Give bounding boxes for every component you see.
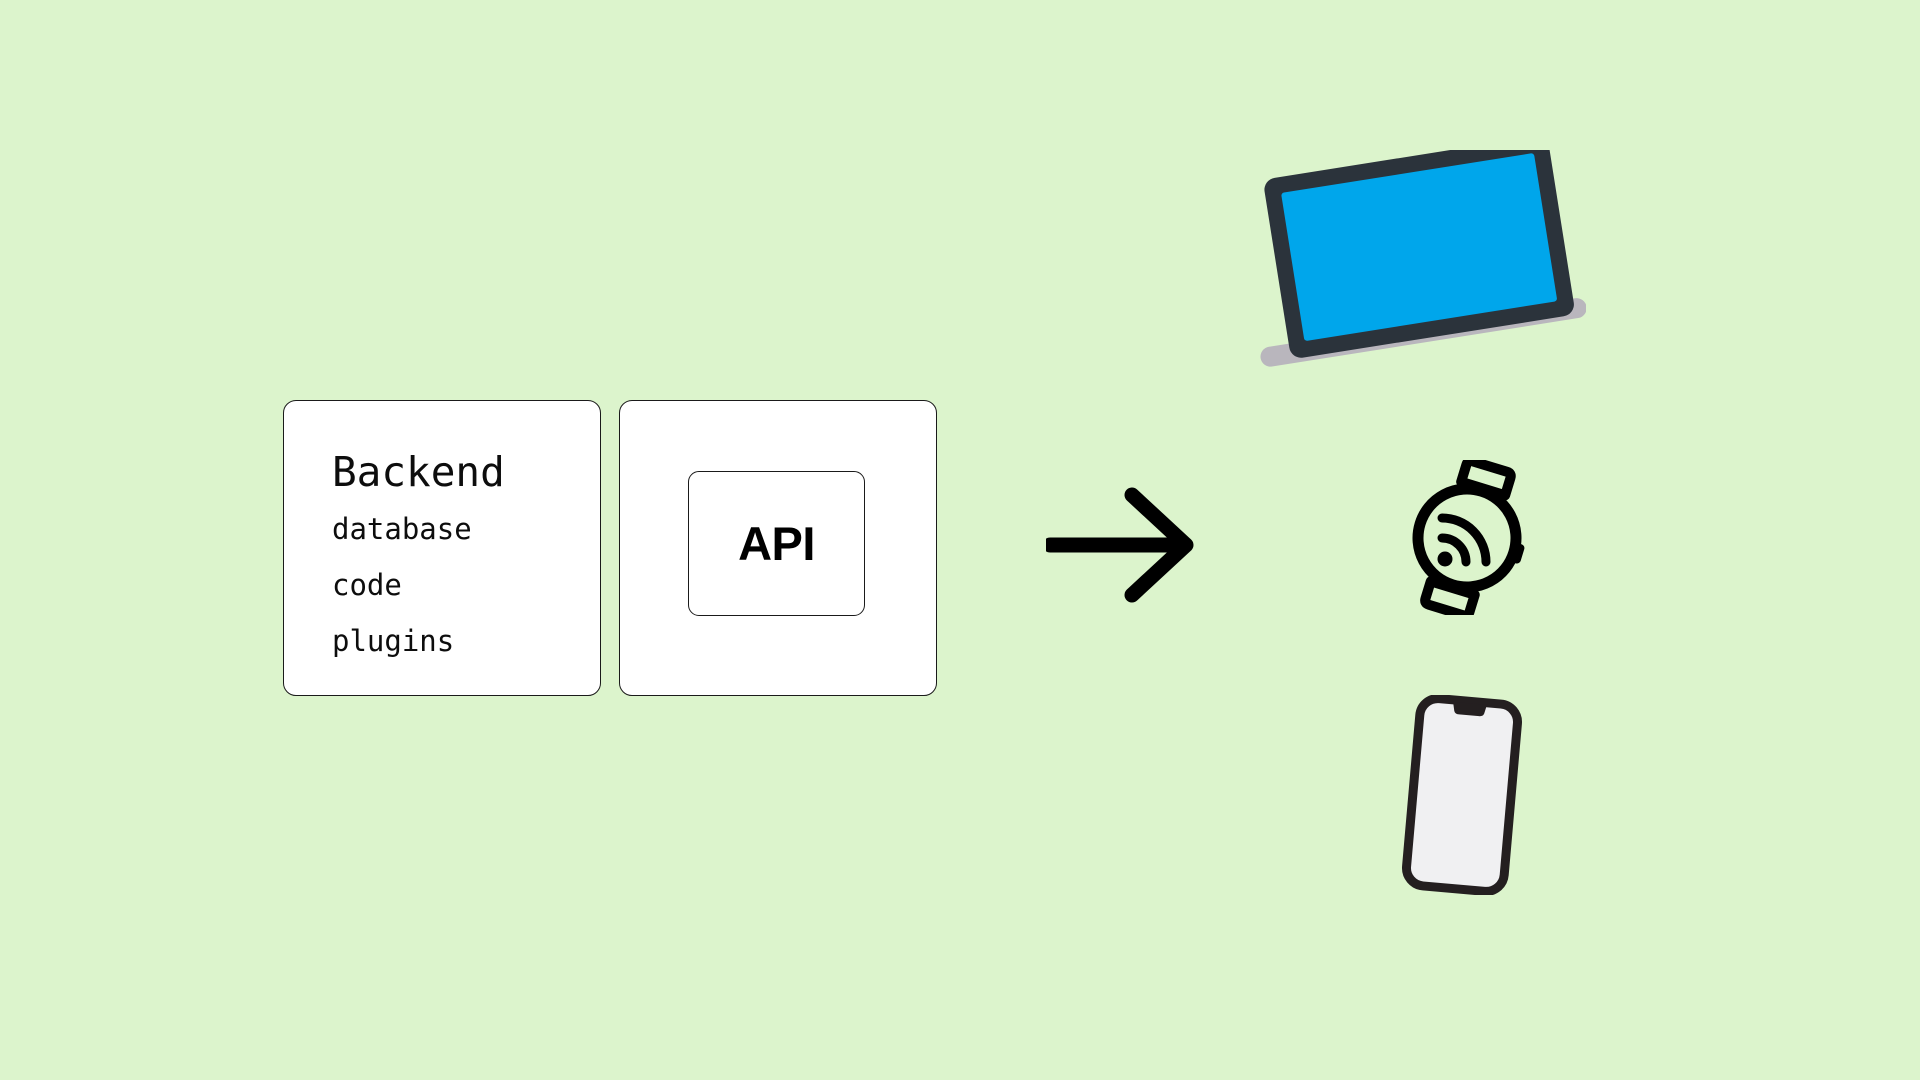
api-inner-box[interactable]: API (688, 471, 865, 616)
arrow-right-icon (1042, 487, 1194, 603)
laptop-icon (1260, 136, 1587, 367)
backend-card-title: Backend (332, 448, 505, 496)
api-label: API (738, 517, 815, 570)
smartphone-notch (1453, 701, 1487, 717)
backend-list-item-code: code (332, 568, 402, 602)
backend-card-text: Backend database code plugins (332, 443, 582, 669)
laptop-device (1256, 136, 1587, 380)
smartphone-frame (1401, 694, 1523, 896)
backend-card[interactable]: Backend database code plugins (283, 400, 601, 696)
wifi-icon (1437, 513, 1491, 567)
smartwatch-strap-top (1456, 455, 1516, 501)
backend-list-item-plugins: plugins (332, 624, 455, 658)
smartphone-icon (1401, 694, 1523, 896)
flow-arrow (1042, 485, 1206, 605)
smartphone-device (1400, 694, 1525, 896)
smartwatch-device (1400, 455, 1535, 621)
backend-list-item-database: database (332, 512, 472, 546)
smartwatch-icon (1412, 455, 1525, 621)
api-card[interactable]: API (619, 400, 937, 696)
smartwatch-crown (1510, 543, 1525, 564)
laptop-screen (1281, 153, 1557, 341)
